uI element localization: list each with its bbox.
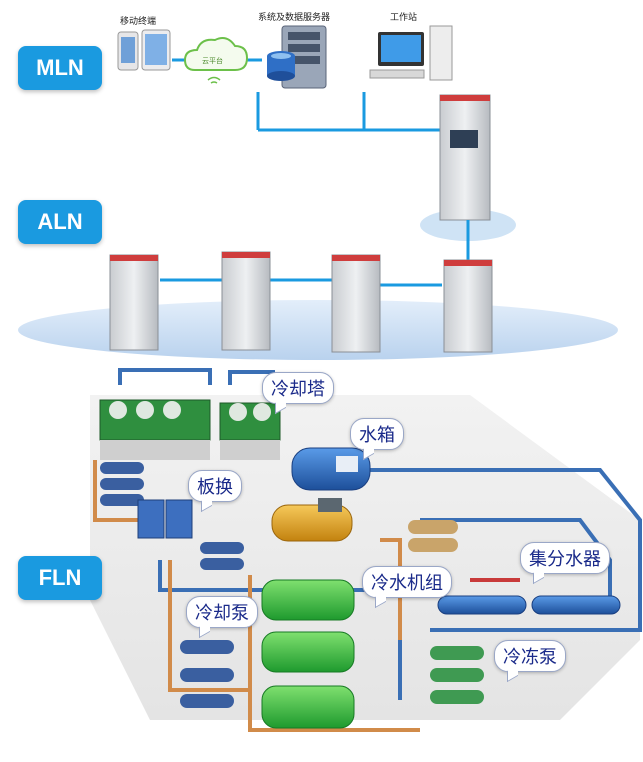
control-cabinet-icon (109, 254, 159, 351)
chilled-pump-callout: 冷冻泵 (494, 640, 566, 672)
water-tank (291, 447, 371, 491)
control-cabinet-icon (221, 251, 271, 351)
database-icon (267, 51, 295, 81)
control-cabinet-icon (439, 94, 491, 221)
aln-network-lines (160, 278, 442, 287)
plate-exchanger-callout: 板换 (188, 470, 242, 502)
mobile-phone-icon (117, 31, 139, 71)
chiller-units (261, 579, 355, 729)
cooling-pump-group-upper (100, 462, 144, 506)
chilled-pump-group (430, 646, 484, 704)
heat-exchanger-orange (271, 498, 353, 542)
mobile-label: 移动终端 (120, 17, 157, 27)
aln-platform (18, 300, 618, 360)
fln-badge: FLN (18, 556, 102, 600)
cloud-label: 云平台 (202, 57, 223, 65)
cooling-tower-callout: 冷却塔 (262, 372, 334, 404)
mln-badge: MLN (18, 46, 102, 90)
control-cabinet-icon (443, 259, 493, 353)
workstation-label: 工作站 (390, 13, 418, 23)
server-label: 系统及数据服务器 (258, 13, 331, 23)
chiller-callout: 冷水机组 (362, 566, 452, 598)
cloud-icon (183, 37, 249, 71)
cooling-pump-callout: 冷却泵 (186, 596, 258, 628)
pump-group-middle (200, 542, 244, 570)
cooling-tower-group (99, 399, 281, 460)
control-cabinet-icon (331, 254, 381, 353)
wifi-icon (207, 76, 221, 84)
aln-cabinets (109, 251, 493, 353)
workstation-icon (369, 25, 453, 81)
tablet-icon (141, 29, 171, 71)
water-tank-callout: 水箱 (350, 418, 404, 450)
pipe-network (93, 368, 642, 732)
aln-badge: ALN (18, 200, 102, 244)
manifold-callout: 集分水器 (520, 542, 610, 574)
pump-group-right (408, 520, 458, 552)
cooling-pump-group-lower (180, 640, 234, 708)
manifold (437, 595, 621, 615)
plate-exchanger (137, 499, 193, 539)
